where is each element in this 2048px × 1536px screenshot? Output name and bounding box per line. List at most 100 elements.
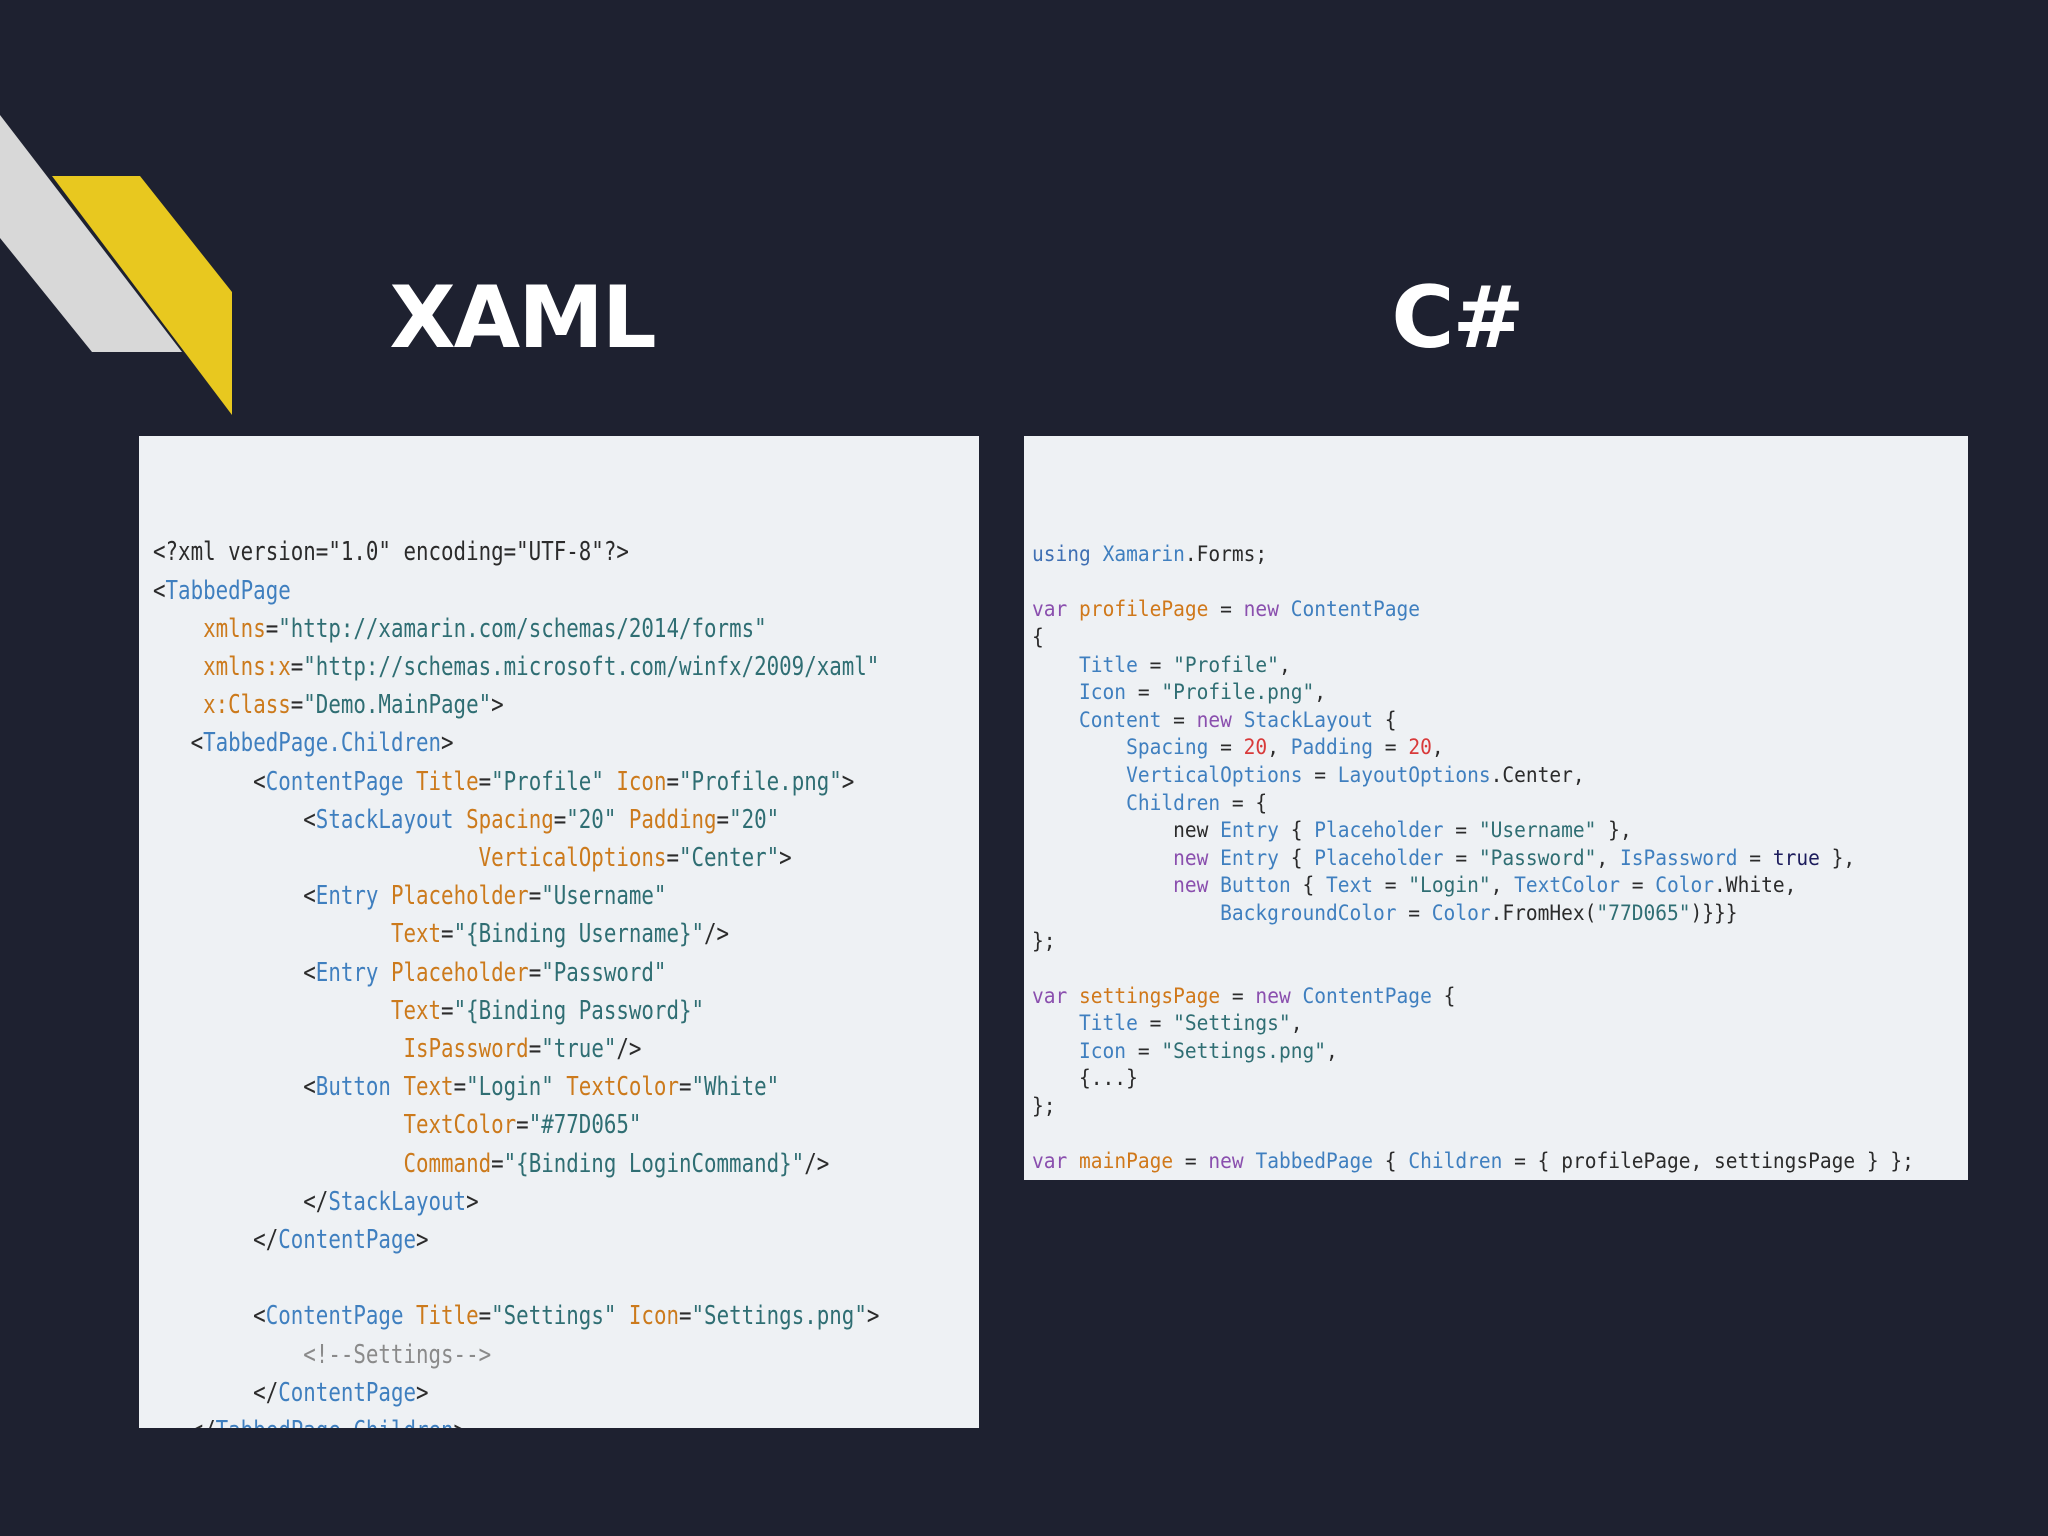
csharp-token: , xyxy=(1267,735,1291,760)
csharp-code-line xyxy=(1032,569,1968,597)
xaml-code-line: <StackLayout Spacing="20" Padding="20" xyxy=(153,801,969,839)
xaml-token: "Settings.png" xyxy=(691,1301,867,1332)
csharp-token: = xyxy=(1161,707,1197,732)
xaml-token: > xyxy=(491,690,504,721)
csharp-token: .FromHex( xyxy=(1490,900,1597,925)
xaml-token: "20" xyxy=(566,804,617,835)
csharp-token: settingsPage xyxy=(1079,983,1221,1008)
csharp-token: BackgroundColor xyxy=(1220,900,1397,925)
csharp-token: .Forms; xyxy=(1184,542,1268,567)
xaml-token: TabbedPage xyxy=(165,575,291,606)
xaml-token: Entry xyxy=(315,957,379,988)
xaml-token: = xyxy=(679,1301,692,1332)
xaml-token: = xyxy=(491,1148,504,1179)
xaml-token: = xyxy=(516,1110,529,1141)
xaml-token: x:Class xyxy=(203,690,291,721)
xaml-token xyxy=(604,767,617,797)
xaml-token: > xyxy=(841,766,855,797)
xaml-token: Placeholder xyxy=(390,957,529,988)
xaml-token: = xyxy=(528,1034,542,1065)
xaml-token: StackLayout xyxy=(328,1186,467,1217)
csharp-token: var xyxy=(1032,1149,1068,1174)
csharp-token: TabbedPage xyxy=(1255,1149,1374,1174)
xaml-token: "White" xyxy=(691,1072,780,1103)
csharp-token xyxy=(1291,984,1303,1008)
xaml-code-line: <ContentPage Title="Settings" Icon="Sett… xyxy=(153,1297,969,1335)
xaml-token: Button xyxy=(315,1072,391,1103)
csharp-token: true xyxy=(1772,845,1820,870)
csharp-token: }, xyxy=(1596,818,1632,843)
xaml-token: <?xml version="1.0" encoding="UTF-8"?> xyxy=(153,537,629,568)
csharp-token: = { xyxy=(1220,790,1268,815)
csharp-token: "Profile" xyxy=(1173,652,1279,677)
xaml-token: "Profile.png" xyxy=(679,766,842,797)
xaml-token: /> xyxy=(804,1148,830,1179)
xaml-code-line: Command="{Binding LoginCommand}"/> xyxy=(153,1145,969,1183)
xaml-code-line: TextColor="#77D065" xyxy=(153,1106,969,1144)
csharp-token xyxy=(1032,1122,1044,1146)
csharp-token: "Password" xyxy=(1478,845,1597,870)
xaml-token: < xyxy=(153,575,166,606)
xaml-token xyxy=(153,1340,303,1370)
xaml-token xyxy=(153,1263,166,1293)
csharp-token: new xyxy=(1208,1149,1244,1174)
xaml-token xyxy=(153,690,203,720)
csharp-token xyxy=(1091,542,1103,566)
xaml-code-block: <?xml version="1.0" encoding="UTF-8"?><T… xyxy=(153,533,969,1428)
xaml-token: /> xyxy=(616,1034,642,1065)
xaml-code-line xyxy=(153,1259,969,1297)
csharp-token: Title xyxy=(1079,1011,1138,1036)
xaml-token xyxy=(403,767,416,797)
csharp-token xyxy=(1032,653,1079,677)
csharp-token: Color xyxy=(1431,900,1491,925)
xaml-code-line: </ContentPage> xyxy=(153,1221,969,1259)
xaml-token: < xyxy=(153,957,316,988)
xaml-token: < xyxy=(153,881,316,912)
csharp-token xyxy=(1208,846,1220,870)
xaml-token xyxy=(153,996,391,1026)
csharp-token xyxy=(1032,791,1126,815)
csharp-token: "Settings" xyxy=(1173,1011,1291,1036)
csharp-token: "Settings.png" xyxy=(1161,1038,1326,1063)
xaml-token: Spacing xyxy=(466,804,554,835)
csharp-code-line: }; xyxy=(1032,928,1968,956)
xaml-token: TabbedPage.Children xyxy=(203,728,442,759)
xaml-code-line: Text="{Binding Username}"/> xyxy=(153,915,969,953)
xaml-token: = xyxy=(666,766,679,797)
xaml-token xyxy=(616,1301,629,1331)
xaml-token xyxy=(454,805,467,835)
csharp-token: = xyxy=(1373,873,1409,898)
csharp-token xyxy=(1232,708,1244,732)
csharp-code-line: Title = "Profile", xyxy=(1032,652,1968,680)
xaml-token: < xyxy=(153,804,316,835)
csharp-token xyxy=(1032,680,1079,704)
xaml-token: = xyxy=(666,843,679,874)
xaml-code-line: <TabbedPage.Children> xyxy=(153,724,969,762)
csharp-token: = xyxy=(1443,845,1479,870)
csharp-code-line: new Entry { Placeholder = "Username" }, xyxy=(1032,817,1968,845)
csharp-code-line: }; xyxy=(1032,1093,1968,1121)
xaml-token: "Profile" xyxy=(491,766,604,797)
xaml-token: = xyxy=(716,804,730,835)
csharp-token xyxy=(1032,570,1044,594)
csharp-token xyxy=(1032,901,1220,925)
csharp-code-line: var settingsPage = new ContentPage { xyxy=(1032,983,1968,1011)
csharp-token: }; xyxy=(1032,928,1056,953)
csharp-token: }, xyxy=(1819,845,1856,870)
xaml-code-line: VerticalOptions="Center"> xyxy=(153,839,969,877)
csharp-token: Color xyxy=(1655,873,1715,898)
csharp-token: = { profilePage, settingsPage } }; xyxy=(1502,1149,1914,1174)
xaml-token: TextColor xyxy=(566,1072,679,1103)
xaml-token: ContentPage xyxy=(278,1377,416,1408)
xaml-token xyxy=(153,843,479,873)
xaml-token: /> xyxy=(704,919,730,950)
csharp-token: .Center, xyxy=(1490,762,1585,787)
xaml-token: = xyxy=(265,613,279,644)
csharp-token: { xyxy=(1373,707,1397,732)
csharp-token: = xyxy=(1220,983,1256,1008)
yellow-stripe xyxy=(52,176,232,415)
xaml-token: </ xyxy=(153,1416,216,1428)
xaml-token xyxy=(153,1149,403,1179)
xaml-heading: XAML xyxy=(389,268,656,368)
xaml-token: Title xyxy=(415,1301,479,1332)
